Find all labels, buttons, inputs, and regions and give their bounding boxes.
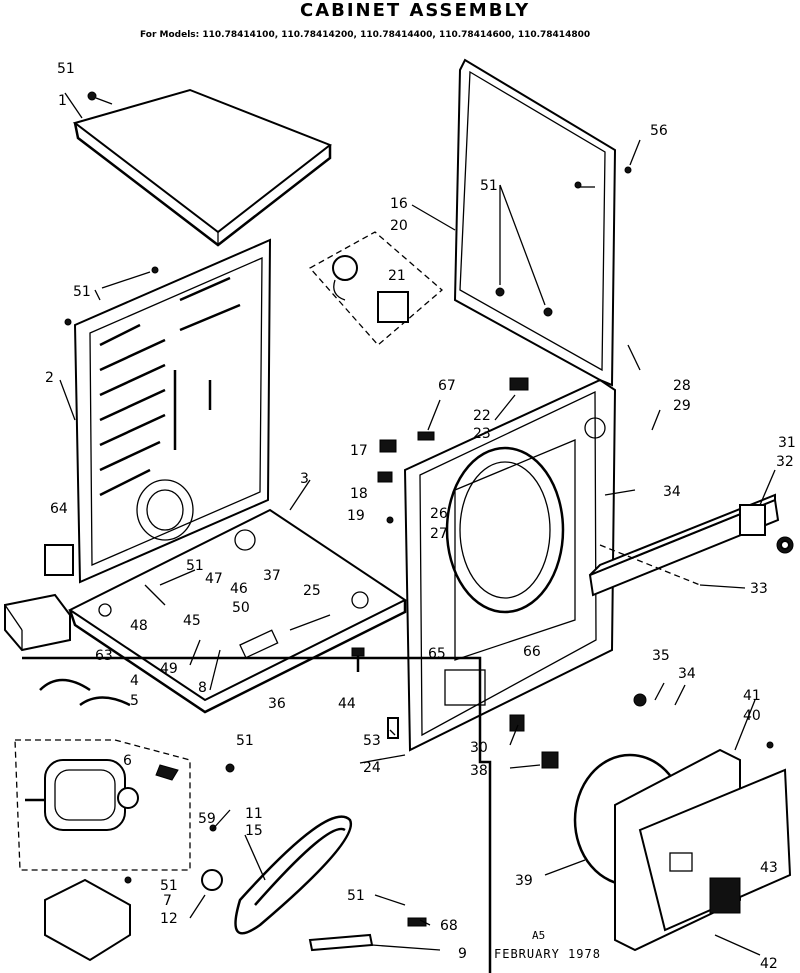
label-part-4: 4 bbox=[130, 673, 139, 689]
label-part-63: 63 bbox=[95, 648, 113, 664]
label-part-47: 47 bbox=[205, 571, 223, 587]
label-part-51: 51 bbox=[480, 178, 498, 194]
label-part-21: 21 bbox=[388, 268, 406, 284]
label-part-51: 51 bbox=[73, 284, 91, 300]
label-part-25: 25 bbox=[303, 583, 321, 599]
label-part-56: 56 bbox=[650, 123, 668, 139]
label-part-20: 20 bbox=[390, 218, 408, 234]
label-part-9: 9 bbox=[458, 946, 467, 962]
label-part-32: 32 bbox=[776, 454, 794, 470]
label-part-28: 28 bbox=[673, 378, 691, 394]
screw-51-top bbox=[87, 91, 113, 105]
label-part-51: 51 bbox=[186, 558, 204, 574]
label-part-3: 3 bbox=[300, 471, 309, 487]
label-part-49: 49 bbox=[160, 661, 178, 677]
label-part-22: 22 bbox=[473, 408, 491, 424]
label-part-42: 42 bbox=[760, 956, 778, 972]
model-numbers: For Models: 110.78414100, 110.78414200, … bbox=[140, 30, 591, 40]
diagram-title: CABINET ASSEMBLY bbox=[300, 0, 531, 21]
label-part-44: 44 bbox=[338, 696, 356, 712]
label-part-48: 48 bbox=[130, 618, 148, 634]
base-assembly bbox=[68, 508, 407, 714]
side-panel bbox=[73, 238, 272, 584]
label-part-26: 26 bbox=[430, 506, 448, 522]
label-part-41: 41 bbox=[743, 688, 761, 704]
label-part-67: 67 bbox=[438, 378, 456, 394]
label-part-50: 50 bbox=[232, 600, 250, 616]
publication-date: FEBRUARY 1978 bbox=[494, 947, 601, 961]
motor-group bbox=[14, 656, 492, 973]
part-number-labels: 51 1 51 2 64 63 48 49 45 8 51 47 46 50 3… bbox=[45, 61, 796, 972]
label-part-12: 12 bbox=[160, 911, 178, 927]
label-part-31: 31 bbox=[778, 435, 796, 451]
front-panel bbox=[403, 378, 617, 752]
label-part-6: 6 bbox=[123, 753, 132, 769]
thermostat-group bbox=[308, 231, 443, 346]
label-part-8: 8 bbox=[198, 680, 207, 696]
label-part-27: 27 bbox=[430, 526, 448, 542]
label-part-65: 65 bbox=[428, 646, 446, 662]
page-code: A5 bbox=[532, 929, 546, 942]
label-part-51: 51 bbox=[57, 61, 75, 77]
label-part-18: 18 bbox=[350, 486, 368, 502]
label-part-64: 64 bbox=[50, 501, 68, 517]
label-part-51: 51 bbox=[236, 733, 254, 749]
label-part-39: 39 bbox=[515, 873, 533, 889]
label-part-35: 35 bbox=[652, 648, 670, 664]
label-part-30: 30 bbox=[470, 740, 488, 756]
label-part-40: 40 bbox=[743, 708, 761, 724]
drive-belt bbox=[201, 815, 353, 935]
label-part-17: 17 bbox=[350, 443, 368, 459]
part-64 bbox=[44, 544, 74, 576]
label-part-34: 34 bbox=[678, 666, 696, 682]
label-part-2: 2 bbox=[45, 370, 54, 386]
label-part-23: 23 bbox=[473, 426, 491, 442]
drum-assembly bbox=[573, 693, 792, 952]
console-panel bbox=[588, 493, 794, 597]
label-part-16: 16 bbox=[390, 196, 408, 212]
label-part-51: 51 bbox=[347, 888, 365, 904]
leader-lines bbox=[59, 92, 776, 956]
label-part-24: 24 bbox=[363, 760, 381, 776]
label-part-53: 53 bbox=[363, 733, 381, 749]
label-part-46: 46 bbox=[230, 581, 248, 597]
label-part-66: 66 bbox=[523, 644, 541, 660]
top-panel bbox=[72, 88, 333, 247]
label-part-15: 15 bbox=[245, 823, 263, 839]
label-part-19: 19 bbox=[347, 508, 365, 524]
label-part-7: 7 bbox=[163, 893, 172, 909]
part-63 bbox=[4, 593, 71, 652]
screw-51-side bbox=[64, 266, 159, 326]
label-part-68: 68 bbox=[440, 918, 458, 934]
leveling-leg-44 bbox=[351, 647, 365, 672]
label-part-36: 36 bbox=[268, 696, 286, 712]
label-part-33: 33 bbox=[750, 581, 768, 597]
label-part-11: 11 bbox=[245, 806, 263, 822]
label-part-38: 38 bbox=[470, 763, 488, 779]
label-part-34: 34 bbox=[663, 484, 681, 500]
label-part-37: 37 bbox=[263, 568, 281, 584]
back-panel bbox=[453, 58, 617, 387]
door-latch-parts bbox=[377, 377, 559, 769]
label-part-43: 43 bbox=[760, 860, 778, 876]
label-part-1: 1 bbox=[58, 93, 67, 109]
label-part-5: 5 bbox=[130, 693, 139, 709]
label-part-29: 29 bbox=[673, 398, 691, 414]
label-part-59: 59 bbox=[198, 811, 216, 827]
label-part-45: 45 bbox=[183, 613, 201, 629]
label-part-51: 51 bbox=[160, 878, 178, 894]
part-56 bbox=[624, 166, 632, 174]
